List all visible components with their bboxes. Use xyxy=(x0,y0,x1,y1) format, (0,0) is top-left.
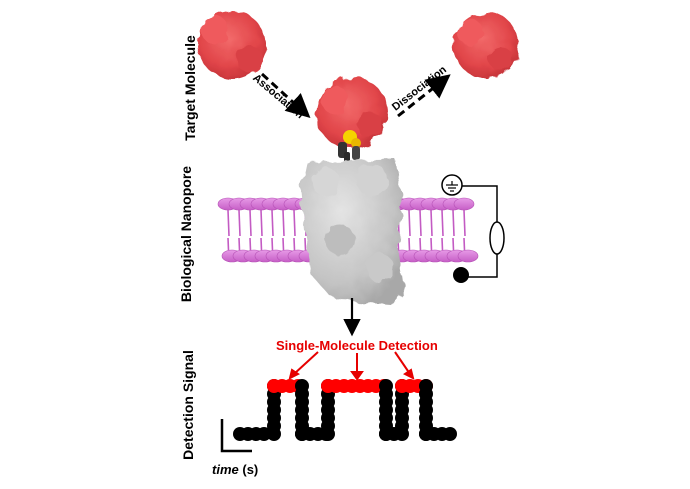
lipid-tail xyxy=(441,209,444,237)
lipid-tail xyxy=(463,209,466,237)
time-word: time xyxy=(212,462,239,477)
label-biological-nanopore: Biological Nanopore xyxy=(178,165,194,303)
lipid-tail xyxy=(249,209,252,237)
lipid-tail xyxy=(293,209,296,237)
ammeter-icon xyxy=(489,221,505,255)
lipid-tail xyxy=(452,209,455,237)
time-unit: (s) xyxy=(242,462,259,477)
target-molecule-bound xyxy=(316,77,388,149)
lipid-tail xyxy=(408,209,411,237)
measurement-circuit xyxy=(441,174,505,283)
lipid-tail xyxy=(430,209,433,237)
electrode-icon xyxy=(453,267,469,283)
detection-pointer-arrows xyxy=(288,351,415,381)
lipid-tail xyxy=(238,209,241,237)
signal-dot-open xyxy=(395,427,409,441)
lipid-tail xyxy=(271,209,274,237)
biological-nanopore xyxy=(300,160,404,306)
association-arrow xyxy=(260,72,311,119)
target-molecule-right xyxy=(453,12,519,78)
axis-scale-bar xyxy=(220,419,252,453)
signal-dot-open xyxy=(257,427,271,441)
signal-dot-open xyxy=(443,427,457,441)
lipid-tail xyxy=(282,209,285,237)
ligand-binding-site xyxy=(338,130,361,164)
time-axis-label: time (s) xyxy=(212,462,258,477)
lipid-membrane xyxy=(217,197,479,263)
lipid-tail xyxy=(419,209,422,237)
label-target-molecule: Target Molecule xyxy=(182,35,198,141)
target-molecule-left xyxy=(198,11,266,79)
dissociation-arrow xyxy=(397,74,451,118)
lipid-head xyxy=(453,197,475,211)
lipid-tail xyxy=(260,209,263,237)
signal-dot-open xyxy=(267,427,281,441)
lipid-tail xyxy=(227,209,230,237)
detection-trace xyxy=(233,379,457,441)
label-detection-signal: Detection Signal xyxy=(180,350,196,460)
lipid-head xyxy=(457,249,479,263)
signal-dot-open xyxy=(321,427,335,441)
single-molecule-detection-title: Single-Molecule Detection xyxy=(276,338,438,353)
